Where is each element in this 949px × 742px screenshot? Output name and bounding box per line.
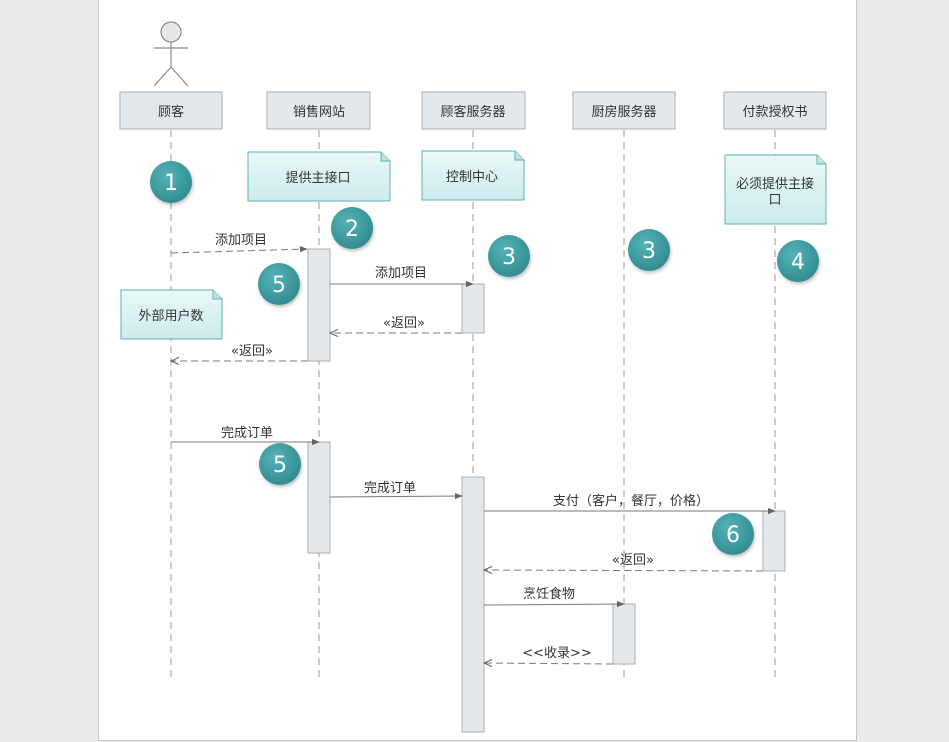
- activation-kitchen: [612, 603, 636, 665]
- message-complete-order-2: 完成订单: [329, 481, 463, 500]
- message-cook-food: 烹饪食物: [483, 586, 625, 608]
- badge-4: 4: [777, 240, 819, 282]
- badges: 1 2 3 3 4 5 5 6: [150, 161, 819, 555]
- message-label: <<收录>>: [522, 646, 592, 661]
- badge-5a: 5: [258, 263, 300, 305]
- diagram-page: 顾客 销售网站 顾客服务器 厨房服务器 付款授权书 提供主接口 控制中心: [98, 0, 857, 741]
- sequence-diagram: 顾客 销售网站 顾客服务器 厨房服务器 付款授权书 提供主接口 控制中心: [119, 21, 827, 733]
- badge-number: 1: [164, 171, 178, 196]
- badge-3a: 3: [488, 235, 530, 277]
- activation-server-1: [461, 283, 485, 334]
- message-pay: 支付（客户，餐厅，价格）: [484, 493, 776, 515]
- participants: 顾客 销售网站 顾客服务器 厨房服务器 付款授权书: [119, 91, 827, 130]
- note-text: 提供主接口: [285, 170, 350, 186]
- notes: 提供主接口 控制中心 必须提供主接 口 外部用户数: [120, 150, 827, 340]
- badge-number: 4: [791, 250, 805, 275]
- badge-2: 2: [331, 207, 373, 249]
- message-add-item-1: 添加项目: [170, 233, 308, 254]
- note-text-line: 必须提供主接: [736, 176, 814, 192]
- message-label: 支付（客户，餐厅，价格）: [553, 493, 709, 509]
- note-text: 外部用户数: [138, 308, 203, 324]
- badge-number: 3: [502, 245, 516, 270]
- message-return-2: «返回»: [171, 344, 308, 361]
- note-text-line: 口: [768, 193, 781, 208]
- badge-1: 1: [150, 161, 192, 203]
- message-label: 烹饪食物: [523, 586, 575, 602]
- participant-label: 顾客: [158, 104, 184, 120]
- participant-label: 销售网站: [293, 104, 345, 120]
- message-label: 完成订单: [221, 426, 273, 441]
- message-add-item-2: 添加项目: [330, 266, 474, 288]
- message-label: «返回»: [612, 553, 654, 568]
- note-text: 控制中心: [446, 170, 498, 185]
- participant-auth: 付款授权书: [723, 91, 827, 130]
- participant-label: 付款授权书: [742, 104, 807, 120]
- messages: 添加项目 添加项目 «返回» «返回» 完成订单 完成订单 支付（客户，餐厅，价…: [170, 233, 776, 664]
- activation-site-2: [307, 441, 331, 554]
- message-label: 添加项目: [215, 233, 267, 248]
- participant-kitchen: 厨房服务器: [572, 91, 676, 130]
- activation-server-2: [461, 476, 485, 733]
- participant-label: 厨房服务器: [591, 104, 656, 120]
- message-complete-order-1: 完成订单: [171, 426, 320, 446]
- message-receipt: <<收录>>: [484, 646, 614, 664]
- participant-label: 顾客服务器: [440, 104, 505, 120]
- message-label: 完成订单: [364, 481, 416, 496]
- activation-site-1: [307, 248, 331, 362]
- badge-5b: 5: [259, 443, 301, 485]
- note-server: 控制中心: [421, 150, 525, 201]
- badge-number: 6: [726, 523, 740, 548]
- actor-icon: [153, 21, 189, 87]
- badge-3b: 3: [628, 229, 670, 271]
- badge-6: 6: [712, 513, 754, 555]
- participant-server: 顾客服务器: [421, 91, 526, 130]
- badge-number: 5: [272, 273, 286, 298]
- note-customer: 外部用户数: [120, 289, 223, 340]
- message-label: 添加项目: [375, 266, 427, 281]
- badge-number: 3: [642, 239, 656, 264]
- message-label: «返回»: [383, 316, 425, 331]
- participant-customer: 顾客: [119, 91, 223, 130]
- participant-site: 销售网站: [266, 91, 371, 130]
- message-label: «返回»: [231, 344, 273, 359]
- activations: [307, 248, 786, 733]
- badge-number: 2: [345, 217, 359, 242]
- note-auth: 必须提供主接 口: [724, 154, 827, 225]
- message-return-3: «返回»: [484, 553, 764, 571]
- badge-number: 5: [273, 453, 287, 478]
- activation-auth: [762, 510, 786, 572]
- message-return-1: «返回»: [330, 316, 462, 333]
- note-site: 提供主接口: [247, 151, 391, 202]
